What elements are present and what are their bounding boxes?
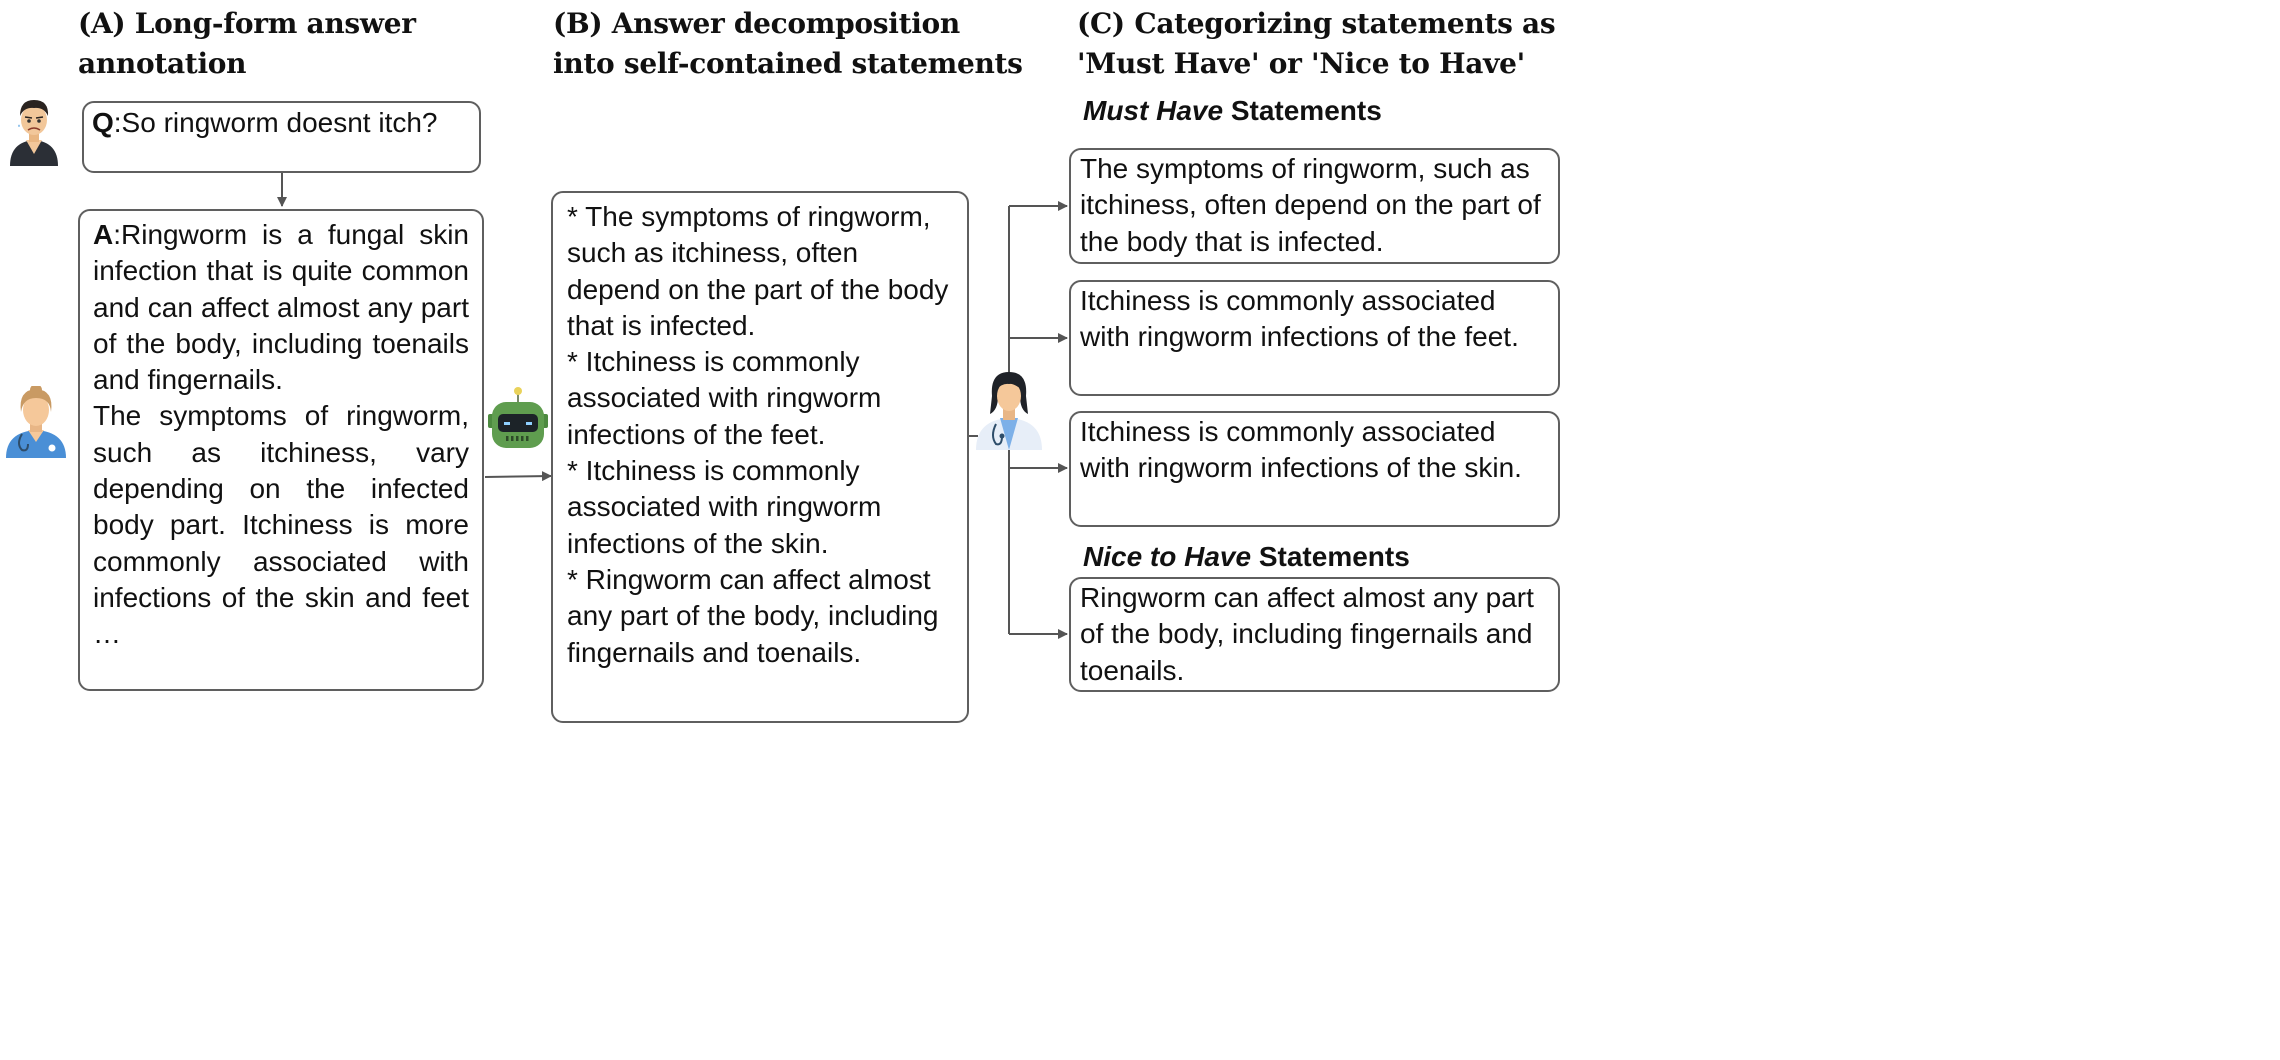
question-text: :So ringworm doesnt itch? xyxy=(113,107,438,138)
answer-text: :Ringworm is a fungal skin infection tha… xyxy=(93,219,469,396)
answer-box: A:Ringworm is a fungal skin infection th… xyxy=(78,209,484,691)
nice-to-have-heading: Nice to Have Statements xyxy=(1083,541,1410,573)
expert-doctor-icon xyxy=(976,372,1042,450)
robot-icon xyxy=(488,387,548,448)
nice-to-have-statement-1: Ringworm can affect almost any part of t… xyxy=(1069,577,1560,692)
decomposition-statement-4: * Ringworm can affect almost any part of… xyxy=(567,563,939,668)
decomposition-box: * The symptoms of ringworm, such as itch… xyxy=(551,191,969,723)
patient-icon xyxy=(10,100,58,166)
decomposition-statement-1: * The symptoms of ringworm, such as itch… xyxy=(567,201,949,341)
must-have-heading: Must Have Statements xyxy=(1083,95,1382,127)
decomposition-statement-3: * Itchiness is commonly associated with … xyxy=(567,455,882,559)
nice-to-have-heading-emphasis: Nice to Have xyxy=(1083,541,1252,572)
section-c-title: (C) Categorizing statements as 'Must Hav… xyxy=(1077,7,1556,80)
must-have-statement-3: Itchiness is commonly associated with ri… xyxy=(1069,411,1560,527)
must-have-heading-emphasis: Must Have xyxy=(1083,95,1224,126)
section-a-title: (A) Long-form answer annotation xyxy=(78,7,416,80)
must-have-statement-1: The symptoms of ringworm, such as itchin… xyxy=(1069,148,1560,264)
question-prefix: Q xyxy=(92,107,114,138)
answer-to-decomposition-arrow xyxy=(484,471,552,482)
question-box: Q:So ringworm doesnt itch? xyxy=(82,101,481,173)
section-b-title: (B) Answer decomposition into self-conta… xyxy=(553,7,1023,80)
decomposition-statement-2: * Itchiness is commonly associated with … xyxy=(567,346,882,450)
answer-text-continued: The symptoms of ringworm, such as itchin… xyxy=(93,400,469,650)
answer-prefix: A xyxy=(93,219,114,250)
must-have-statement-2: Itchiness is commonly associated with ri… xyxy=(1069,280,1560,396)
annotator-doctor-icon xyxy=(6,386,66,458)
must-have-heading-rest: Statements xyxy=(1223,95,1382,126)
nice-to-have-heading-rest: Statements xyxy=(1251,541,1410,572)
